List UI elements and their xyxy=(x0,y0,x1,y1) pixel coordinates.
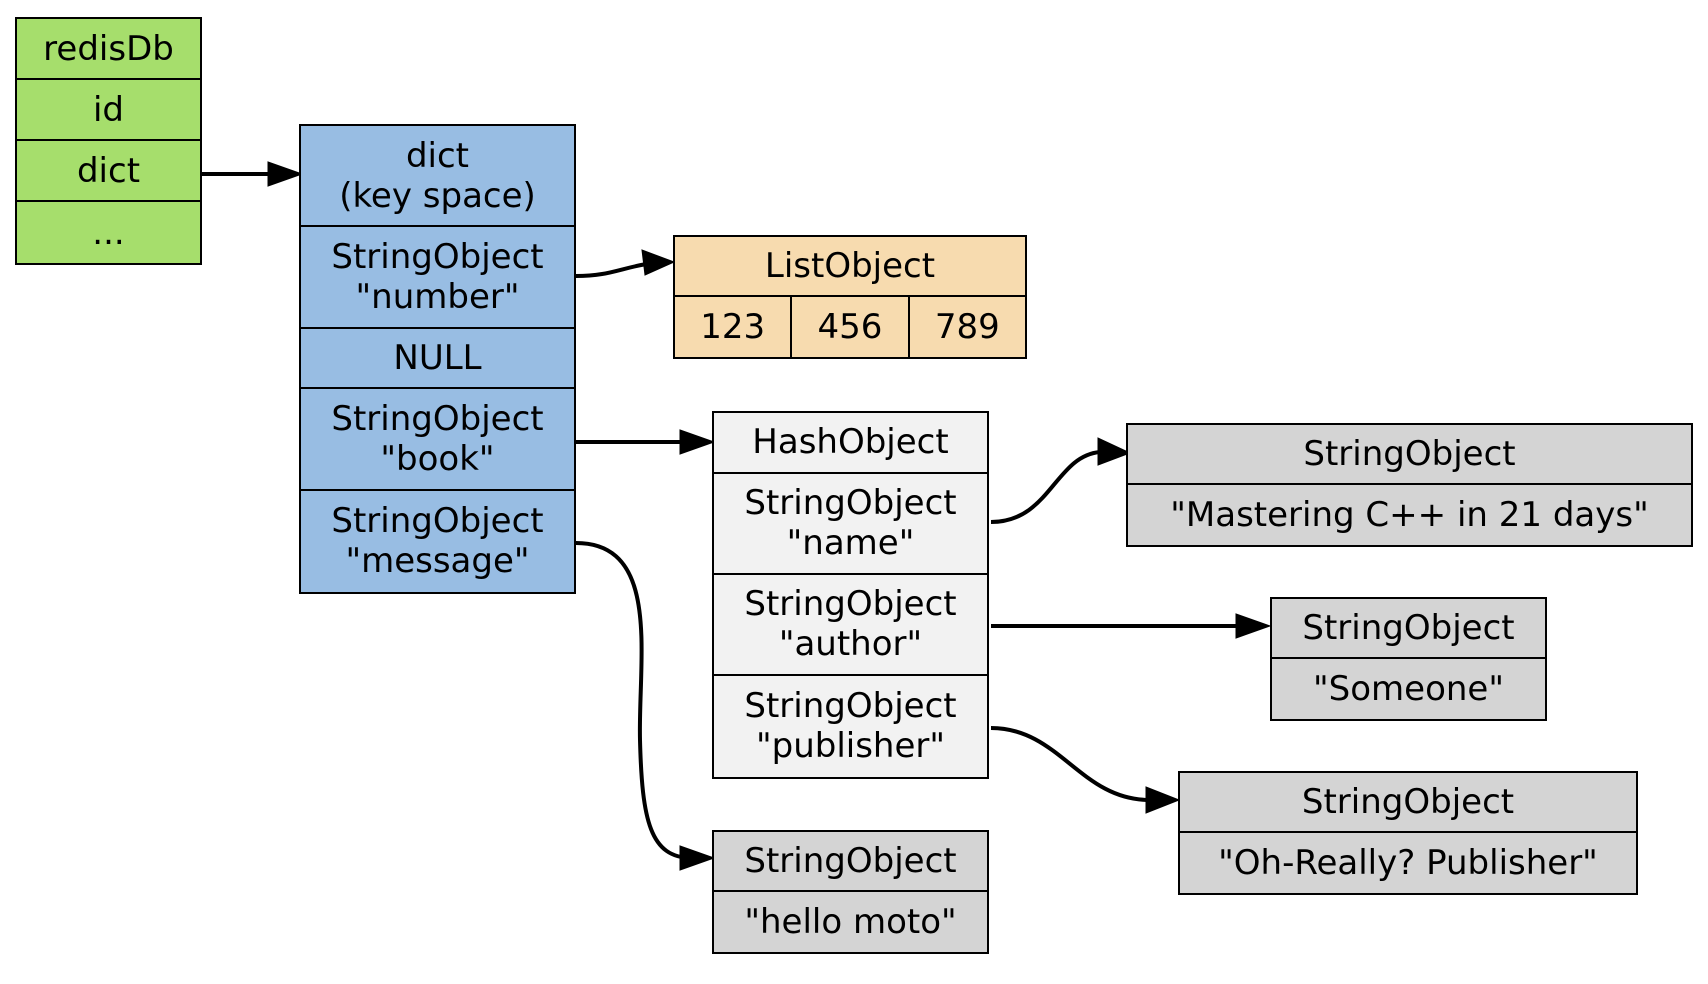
arrowhead-number-to-list xyxy=(641,249,676,276)
keyspace-dict-node: dict (key space) StringObject "number" N… xyxy=(299,124,576,594)
list-item: 456 xyxy=(792,297,910,357)
list-item: 789 xyxy=(934,307,1000,347)
hash-field-author: StringObject "author" xyxy=(714,575,987,676)
hash-object-node: HashObject StringObject "name" StringObj… xyxy=(712,411,989,779)
keyspace-entry-null: NULL xyxy=(301,329,574,390)
string-object-value: "Someone" xyxy=(1313,669,1504,709)
string-object-title: StringObject xyxy=(714,832,987,893)
keyspace-entry-number: StringObject "number" xyxy=(301,227,574,329)
keyspace-title: dict (key space) xyxy=(301,126,574,228)
string-object-mastering: StringObject "Mastering C++ in 21 days" xyxy=(1126,423,1693,547)
redisdb-field-ellipsis: ... xyxy=(92,212,125,253)
arrowhead-message-to-hellomoto xyxy=(679,845,716,871)
list-object-items: 123 456 789 xyxy=(675,297,1025,357)
arrowhead-name-to-string xyxy=(1097,437,1132,466)
edge-number-to-list xyxy=(575,261,653,278)
arrowhead-author-to-string xyxy=(1235,613,1272,639)
string-object-hello-moto: StringObject "hello moto" xyxy=(712,830,989,954)
hash-object-title: HashObject xyxy=(714,413,987,474)
hash-field-publisher: StringObject "publisher" xyxy=(744,686,957,767)
list-object-node: ListObject 123 456 789 xyxy=(673,235,1027,359)
keyspace-entry-book: StringObject "book" xyxy=(301,389,574,491)
edge-publisher-to-string xyxy=(990,726,1151,802)
string-object-value: "hello moto" xyxy=(744,902,957,942)
string-object-title: StringObject xyxy=(1180,773,1636,834)
hash-field-name: StringObject "name" xyxy=(714,474,987,575)
edge-message-to-hellomoto xyxy=(575,541,693,860)
redisdb-node: redisDb id dict ... xyxy=(15,17,202,265)
list-item: 123 xyxy=(675,297,793,357)
string-object-value: "Mastering C++ in 21 days" xyxy=(1170,495,1649,535)
redisdb-field-dict: dict xyxy=(17,141,200,202)
string-object-publisher: StringObject "Oh-Really? Publisher" xyxy=(1178,771,1638,895)
redisdb-title: redisDb xyxy=(17,19,200,80)
string-object-title: StringObject xyxy=(1128,425,1691,486)
keyspace-entry-message: StringObject "message" xyxy=(331,501,544,582)
string-object-title: StringObject xyxy=(1272,599,1545,660)
string-object-value: "Oh-Really? Publisher" xyxy=(1218,843,1598,883)
arrowhead-publisher-to-string xyxy=(1145,786,1181,814)
list-object-title: ListObject xyxy=(675,237,1025,298)
edge-name-to-string xyxy=(990,450,1101,524)
redisdb-field-id: id xyxy=(17,80,200,141)
arrowhead-dict-to-keyspace xyxy=(267,161,304,187)
string-object-someone: StringObject "Someone" xyxy=(1270,597,1547,721)
arrowhead-book-to-hash xyxy=(679,429,716,455)
